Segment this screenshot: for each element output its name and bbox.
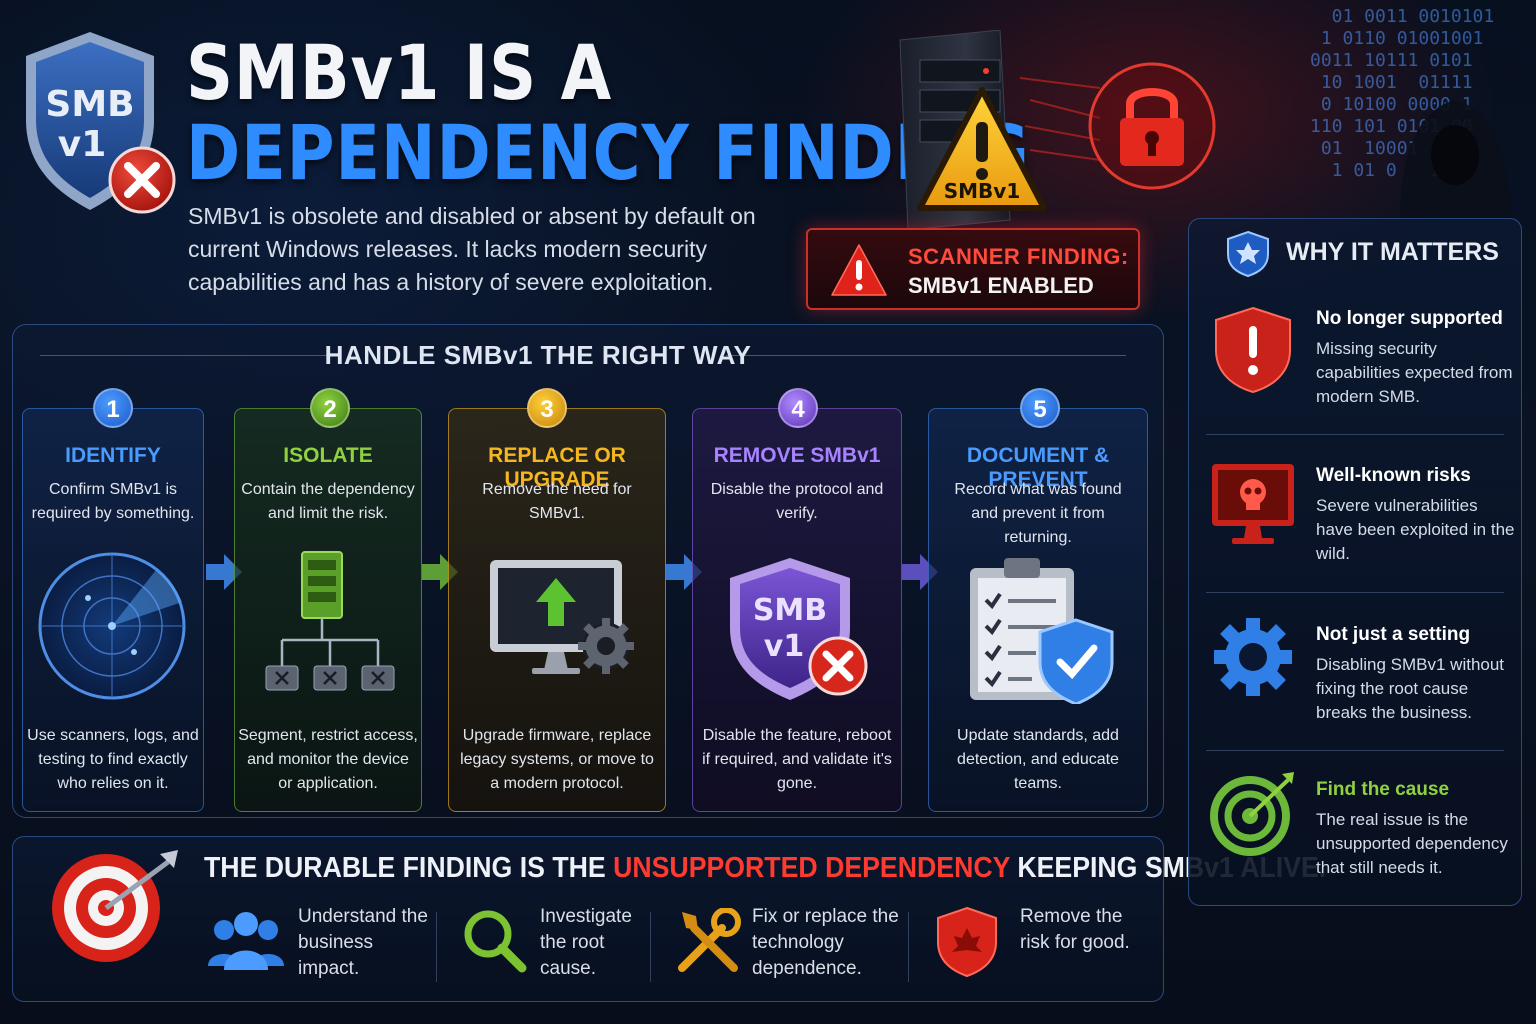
skull-monitor-icon <box>1212 464 1294 544</box>
why-item-desc-4: The real issue is the unsupported depend… <box>1316 810 1508 877</box>
shield-badge-text-top: SMB <box>45 84 134 125</box>
bottom-item-fix-technology: Fix or replace the technology dependence… <box>752 906 899 979</box>
bottom-headline-part1: THE DURABLE FINDING IS THE <box>204 852 614 884</box>
bottom-item-remove-risk: Remove the risk for good. <box>1020 906 1130 953</box>
bottom-separator <box>436 912 437 982</box>
step-title-identify: IDENTIFY <box>65 444 161 467</box>
shield-badge-text-bottom: v1 <box>58 124 107 165</box>
why-item-desc-3: Disabling SMBv1 without fixing the root … <box>1316 655 1505 722</box>
step-foot-replace: Upgrade firmware, replace legacy systems… <box>460 727 654 792</box>
title-rule-right <box>726 355 1126 356</box>
why-item-desc-1: Missing security capabilities expected f… <box>1316 339 1513 406</box>
monitor-upgrade-icon <box>490 560 634 674</box>
step4-badge-top: SMB <box>753 593 827 628</box>
warning-triangle-icon <box>831 244 887 296</box>
step-number-5: 5 <box>1020 388 1060 428</box>
step4-badge-bottom: v1 <box>764 629 804 664</box>
scanner-finding-alert: SCANNER FINDING: SMBv1 ENABLED <box>806 228 1140 310</box>
checklist-shield-icon <box>970 558 1114 704</box>
title-line-1: SMBv1 IS A <box>186 28 613 117</box>
why-item-title-4: Find the cause <box>1316 779 1450 800</box>
target-arrow-icon <box>52 850 178 962</box>
smbv1-disabled-shield-icon: SMB v1 <box>730 558 868 700</box>
step-desc-remove: Disable the protocol and verify. <box>710 481 884 522</box>
step-title-replace: REPLACE OR UPGRADE <box>488 444 626 491</box>
step-title-isolate: ISOLATE <box>283 444 373 467</box>
shield-emblem-icon <box>1227 230 1269 278</box>
step-foot-remove: Disable the feature, reboot if required,… <box>702 727 892 792</box>
bottom-separator <box>650 912 651 982</box>
why-item-title-1: No longer supported <box>1316 308 1503 329</box>
bottom-item-business-impact: Understand the business impact. <box>298 906 428 979</box>
subtitle: SMBv1 is obsolete and disabled or absent… <box>188 203 756 295</box>
step-foot-document: Update standards, add detection, and edu… <box>957 727 1119 792</box>
bottom-separator <box>908 912 909 982</box>
step-foot-isolate: Segment, restrict access, and monitor th… <box>238 727 418 792</box>
bottom-headline-highlight: UNSUPPORTED DEPENDENCY <box>613 852 1010 884</box>
alert-shield-icon <box>1215 306 1291 394</box>
network-segment-icon <box>265 551 395 691</box>
tools-icon <box>678 908 741 972</box>
hooded-hacker-icon <box>1400 100 1510 220</box>
step-desc-document: Record what was found and prevent it fro… <box>954 481 1122 546</box>
why-item-title-3: Not just a setting <box>1316 624 1471 645</box>
bottom-headline: THE DURABLE FINDING IS THE UNSUPPORTED D… <box>204 852 1326 885</box>
why-item-desc-2: Severe vulnerabilities have been exploit… <box>1316 496 1515 563</box>
arrow-right-icon <box>206 554 242 590</box>
why-separator <box>1206 750 1504 751</box>
why-separator <box>1206 592 1504 593</box>
step-title-remove: REMOVE SMBv1 <box>713 444 881 467</box>
title-rule-left <box>40 355 336 356</box>
scanner-finding-label: SCANNER FINDING: <box>908 244 1129 269</box>
target-icon <box>1210 772 1294 856</box>
why-title: WHY IT MATTERS <box>1286 238 1499 266</box>
padlock-icon <box>1088 62 1216 190</box>
gear-icon <box>1214 618 1292 696</box>
bottom-item-root-cause: Investigate the root cause. <box>540 906 632 979</box>
step-desc-replace: Remove the need for SMBv1. <box>482 481 632 522</box>
step-desc-isolate: Contain the dependency and limit the ris… <box>241 481 415 522</box>
step-number-1: 1 <box>93 388 133 428</box>
step-desc-identify: Confirm SMBv1 is required by something. <box>31 481 195 522</box>
step-foot-identify: Use scanners, logs, and testing to find … <box>27 727 199 792</box>
process-title: HANDLE SMBv1 THE RIGHT WAY <box>324 340 752 370</box>
title-line-2: DEPENDENCY FINDING <box>186 108 1030 197</box>
server-badge-label: SMBv1 <box>944 179 1021 203</box>
radar-icon <box>38 552 186 700</box>
smbv1-shield-icon: SMB v1 <box>26 32 176 214</box>
magnifier-icon <box>464 910 527 973</box>
scanner-finding-value: SMBv1 ENABLED <box>908 273 1094 298</box>
step-number-4: 4 <box>778 388 818 428</box>
people-icon <box>208 912 284 970</box>
server-warning-icon: SMBv1 <box>899 30 1100 230</box>
why-separator <box>1206 434 1504 435</box>
shield-icon <box>937 906 997 978</box>
why-item-title-2: Well-known risks <box>1316 465 1471 486</box>
step-number-3: 3 <box>527 388 567 428</box>
step-number-2: 2 <box>310 388 350 428</box>
step-title-document: DOCUMENT & PREVENT <box>966 444 1110 491</box>
